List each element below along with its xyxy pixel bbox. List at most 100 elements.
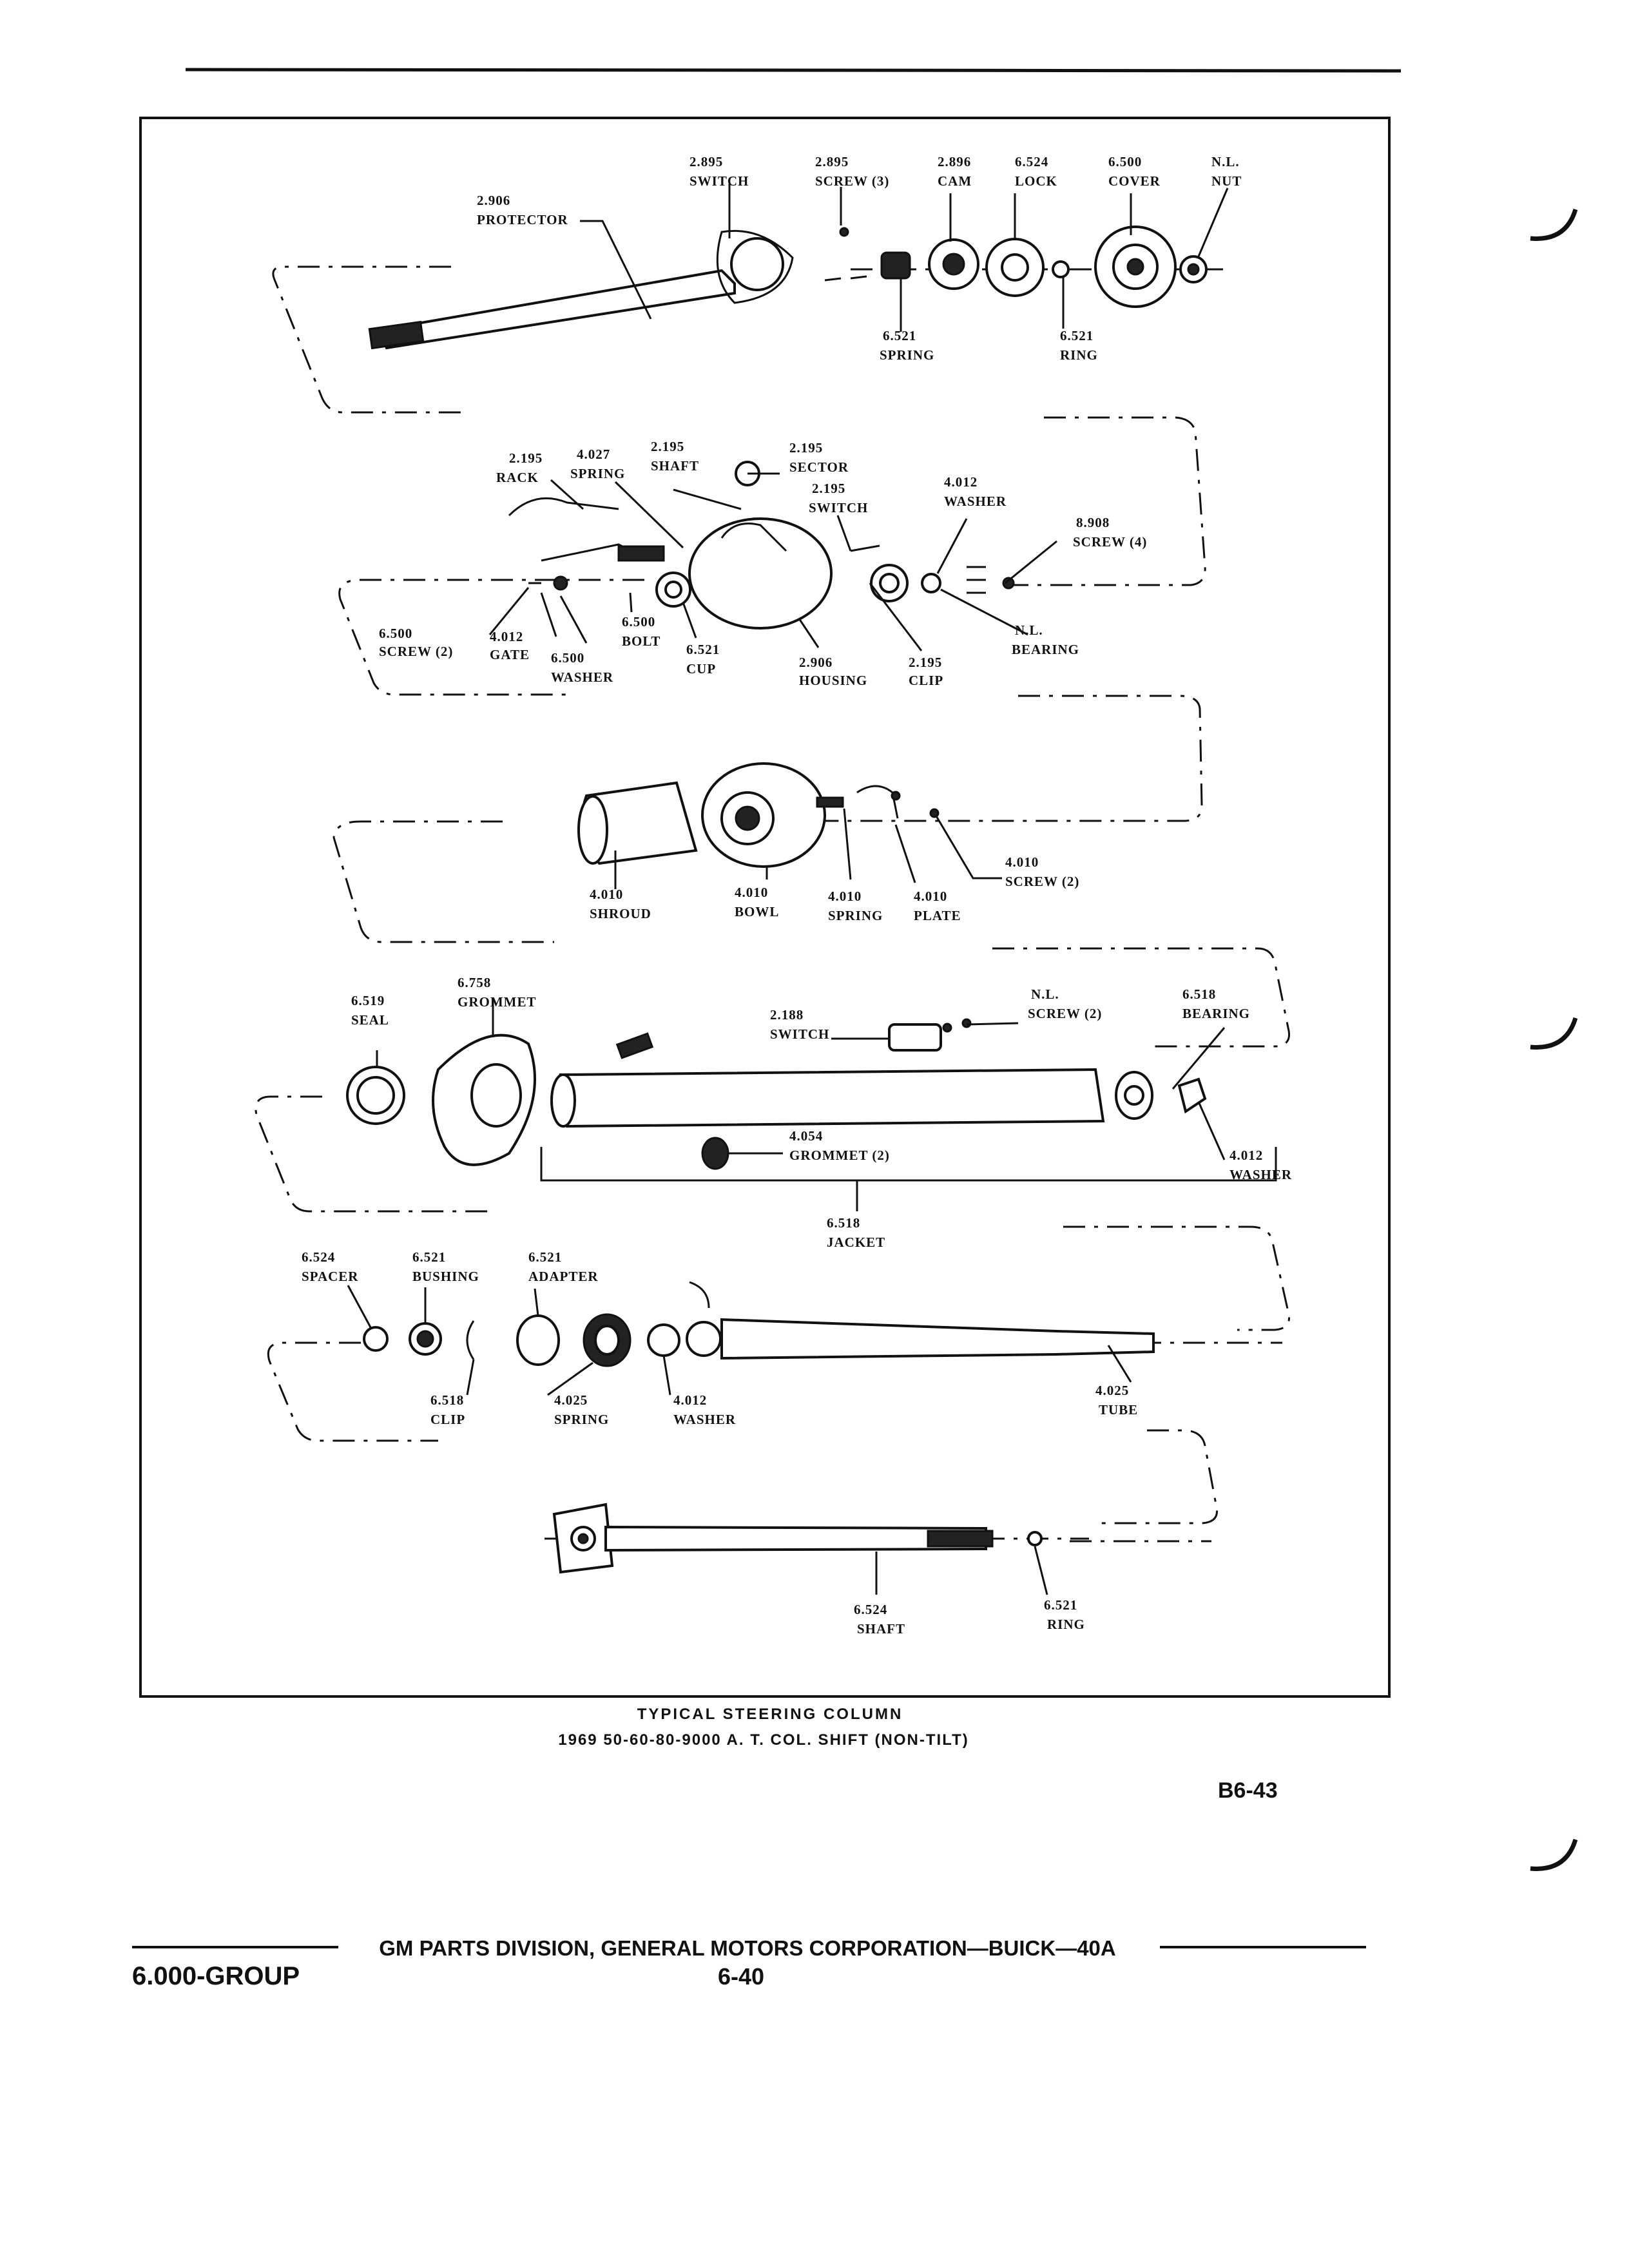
- svg-text:RACK: RACK: [496, 470, 539, 485]
- label-shaft-ring: 6.521 RING: [1044, 1597, 1085, 1632]
- jacket-part: [559, 1068, 1105, 1128]
- label-washer-6500: 6.500 WASHER: [551, 650, 613, 685]
- svg-text:2.195: 2.195: [651, 439, 684, 454]
- label-grommet-6758: 6.758 GROMMET: [458, 975, 536, 1010]
- svg-text:6.524: 6.524: [854, 1602, 887, 1617]
- label-washer-4012-mid: 4.012 WASHER: [1229, 1148, 1292, 1182]
- svg-text:BOLT: BOLT: [622, 633, 660, 649]
- label-bowl: 4.010 BOWL: [735, 885, 778, 919]
- binder-mark-3: [1530, 1838, 1578, 1871]
- svg-text:SPRING: SPRING: [880, 347, 934, 363]
- label-tube: 4.025 TUBE: [1095, 1383, 1137, 1418]
- label-plate: 4.010 PLATE: [914, 889, 961, 923]
- svg-text:4.012: 4.012: [1229, 1148, 1263, 1163]
- tube-part: [720, 1318, 1155, 1360]
- label-seal: 6.519 SEAL: [351, 993, 389, 1028]
- label-bolt: 6.500 BOLT: [622, 614, 660, 649]
- svg-text:4.010: 4.010: [735, 885, 768, 900]
- svg-text:SECTOR: SECTOR: [789, 459, 849, 475]
- label-cam: 2.896 CAM: [938, 154, 972, 189]
- label-spacer: 6.524 SPACER: [302, 1249, 358, 1284]
- svg-text:4.054: 4.054: [789, 1128, 823, 1144]
- svg-text:LOCK: LOCK: [1015, 173, 1057, 189]
- row-4-group: [255, 1018, 1291, 1331]
- svg-text:SCREW (3): SCREW (3): [815, 173, 889, 189]
- svg-text:6.524: 6.524: [1015, 154, 1048, 169]
- svg-text:N.L.: N.L.: [1031, 986, 1059, 1002]
- svg-text:SCREW (4): SCREW (4): [1073, 534, 1147, 550]
- svg-text:4.025: 4.025: [554, 1392, 588, 1408]
- label-shroud: 4.010 SHROUD: [590, 887, 651, 921]
- caption-subtitle: 1969 50-60-80-9000 A. T. COL. SHIFT (NON…: [558, 1731, 969, 1749]
- svg-text:4.027: 4.027: [577, 447, 610, 462]
- svg-text:SWITCH: SWITCH: [770, 1026, 829, 1042]
- svg-text:6.521: 6.521: [1044, 1597, 1077, 1613]
- svg-text:6.518: 6.518: [430, 1392, 464, 1408]
- footer-page: 6-40: [718, 1963, 764, 1990]
- row-5-group: [267, 1281, 1282, 1524]
- svg-text:SEAL: SEAL: [351, 1012, 389, 1028]
- svg-text:GROMMET (2): GROMMET (2): [789, 1148, 890, 1163]
- binder-mark-1: [1530, 208, 1578, 241]
- svg-text:PLATE: PLATE: [914, 908, 961, 923]
- label-clip-6518: 6.518 CLIP: [430, 1392, 465, 1427]
- svg-text:BUSHING: BUSHING: [412, 1269, 479, 1284]
- svg-text:JACKET: JACKET: [827, 1235, 885, 1250]
- protector-part: [378, 269, 736, 350]
- svg-text:6.518: 6.518: [1182, 986, 1216, 1002]
- label-nut: N.L. NUT: [1211, 154, 1242, 189]
- svg-text:GATE: GATE: [490, 647, 530, 662]
- svg-text:6.500: 6.500: [379, 626, 412, 641]
- svg-text:8.908: 8.908: [1076, 515, 1110, 530]
- svg-text:RING: RING: [1047, 1617, 1085, 1632]
- svg-text:2.906: 2.906: [477, 193, 510, 208]
- spacer-part: [363, 1326, 389, 1352]
- footer-division: GM PARTS DIVISION, GENERAL MOTORS CORPOR…: [379, 1936, 1115, 1960]
- svg-text:4.012: 4.012: [944, 474, 978, 490]
- svg-text:SWITCH: SWITCH: [689, 173, 749, 189]
- svg-text:NUT: NUT: [1211, 173, 1242, 189]
- svg-text:4.012: 4.012: [673, 1392, 707, 1408]
- label-adapter: 6.521 ADAPTER: [528, 1249, 599, 1284]
- row-1-group: [272, 226, 1231, 414]
- svg-text:2.195: 2.195: [509, 450, 543, 466]
- svg-text:ADAPTER: ADAPTER: [528, 1269, 599, 1284]
- svg-text:6.521: 6.521: [528, 1249, 562, 1265]
- svg-text:2.896: 2.896: [938, 154, 971, 169]
- svg-text:WASHER: WASHER: [944, 494, 1007, 509]
- svg-text:SCREW (2): SCREW (2): [1005, 874, 1079, 889]
- svg-text:HOUSING: HOUSING: [799, 673, 867, 688]
- svg-text:CLIP: CLIP: [430, 1412, 465, 1427]
- figure-id: B6-43: [1218, 1778, 1278, 1803]
- svg-text:CAM: CAM: [938, 173, 972, 189]
- svg-text:6.518: 6.518: [827, 1215, 860, 1231]
- svg-text:6.521: 6.521: [412, 1249, 446, 1265]
- svg-text:PROTECTOR: PROTECTOR: [477, 212, 568, 227]
- svg-text:6.521: 6.521: [1060, 328, 1094, 343]
- label-screw-2-nl: N.L. SCREW (2): [1028, 986, 1101, 1021]
- svg-text:SPRING: SPRING: [554, 1412, 609, 1427]
- svg-text:6.521: 6.521: [686, 642, 720, 657]
- label-screw-4: 8.908 SCREW (4): [1073, 515, 1147, 550]
- svg-text:CUP: CUP: [686, 661, 716, 677]
- svg-text:4.010: 4.010: [1005, 854, 1039, 870]
- svg-text:WASHER: WASHER: [551, 669, 613, 685]
- label-screw-2-4010: 4.010 SCREW (2): [1005, 854, 1079, 889]
- top-rule: [185, 68, 1402, 73]
- svg-text:4.010: 4.010: [590, 887, 623, 902]
- svg-text:WASHER: WASHER: [1229, 1167, 1292, 1182]
- svg-text:SHAFT: SHAFT: [857, 1621, 905, 1637]
- svg-text:COVER: COVER: [1108, 173, 1161, 189]
- svg-text:6.500: 6.500: [551, 650, 584, 666]
- label-washer-4012-top: 4.012 WASHER: [944, 474, 1007, 509]
- label-lock-spring: 6.521 SPRING: [880, 328, 934, 363]
- svg-text:WASHER: WASHER: [673, 1412, 736, 1427]
- svg-text:4.012: 4.012: [490, 629, 523, 644]
- svg-text:SHAFT: SHAFT: [651, 458, 699, 474]
- footer-group: 6.000-GROUP: [132, 1962, 300, 1990]
- svg-text:6.519: 6.519: [351, 993, 385, 1008]
- label-screw-2-6500: 6.500 SCREW (2): [379, 626, 452, 659]
- svg-text:4.010: 4.010: [914, 889, 947, 904]
- svg-text:2.895: 2.895: [689, 154, 723, 169]
